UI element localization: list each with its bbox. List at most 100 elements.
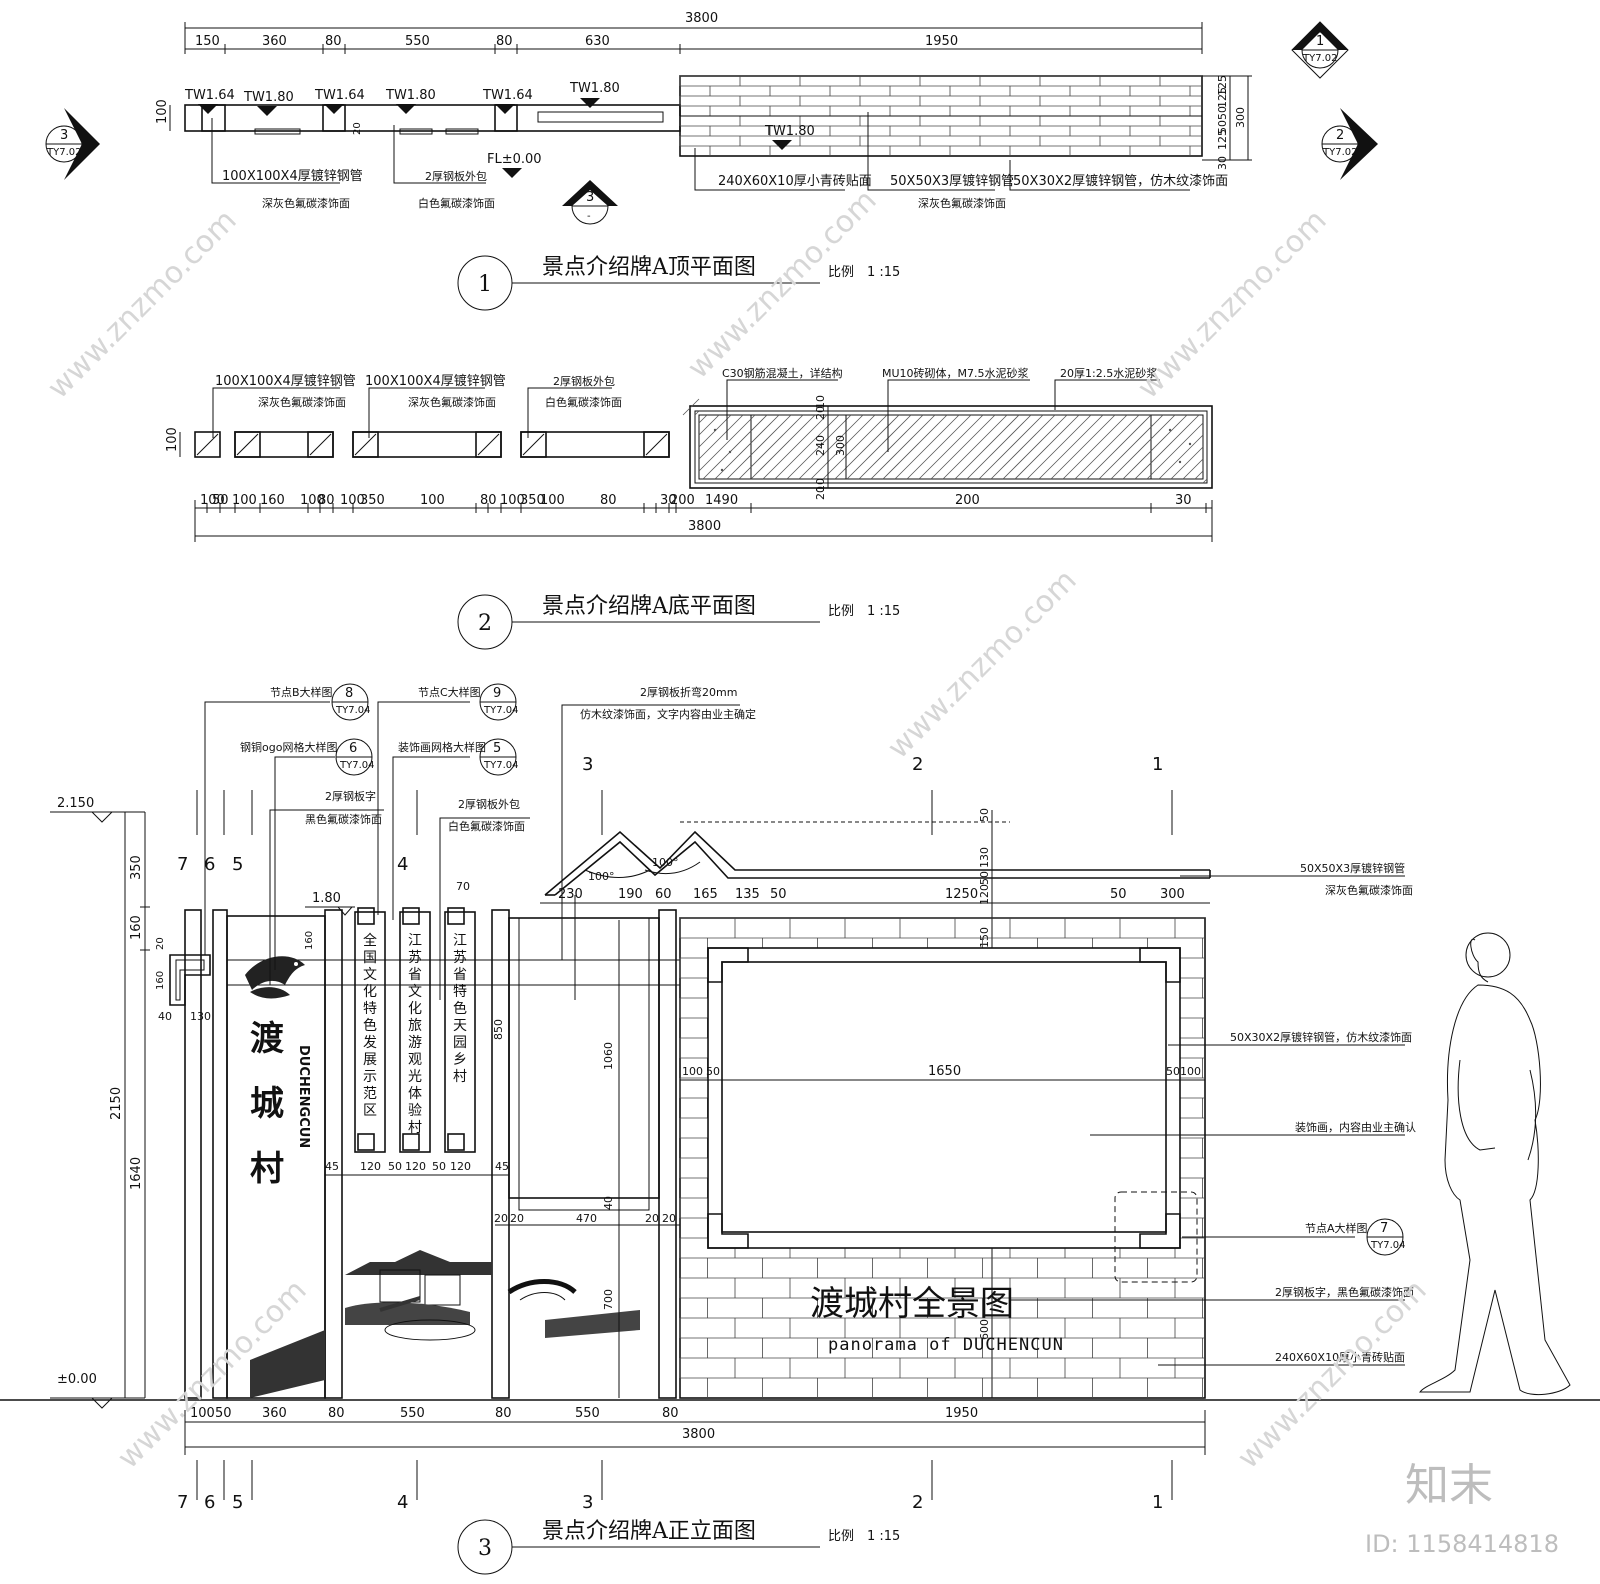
- v3-inner-dim-2: 50: [388, 1160, 402, 1173]
- v3-noteL-1-l2: 白色氟碳漆饰面: [448, 819, 525, 833]
- view1-fl: FL±0.00: [487, 152, 542, 167]
- section-mark-1: 1 TY7.02: [1291, 21, 1349, 79]
- view1-side-dim-3: 300: [1234, 107, 1247, 128]
- panel3-char-0: 江: [453, 933, 467, 949]
- view2-dim-12: 100: [540, 493, 565, 508]
- v3-small-4: 120: [978, 884, 991, 905]
- v3-mid-dim-7: 850: [492, 1019, 505, 1040]
- gridline-label-top-6: 6: [204, 854, 215, 875]
- panel1-char-8: 示: [363, 1069, 377, 1085]
- section-mark-2: 2 TY7.02: [1321, 108, 1378, 180]
- v3-mid-dim-4: 20: [662, 1212, 676, 1225]
- v3-small-2: 130: [978, 847, 991, 868]
- panel1-char-5: 色: [363, 1017, 377, 1034]
- panel3-char-6: 园: [453, 1035, 467, 1051]
- view2-dim-7: 350: [360, 493, 385, 508]
- section-mark-2-num: 2: [1336, 128, 1344, 143]
- section-mark-3-left: 3 TY7.02: [45, 108, 100, 180]
- panel2-char-3: 文: [408, 984, 422, 1000]
- v3-noteR-2-l1: 装饰画，内容由业主确认: [1295, 1120, 1416, 1134]
- section-mark-4-sheet: -: [587, 211, 591, 222]
- view1-tw-5: TW1.80: [569, 81, 620, 96]
- view2-note-3-l1: C30钢筋混凝土，详结构: [722, 366, 843, 380]
- view2-dim-17: 200: [955, 493, 980, 508]
- callout-6-sheet: TY7.04: [339, 760, 374, 771]
- roof-frame: [544, 830, 1211, 896]
- panel2-char-8: 光: [408, 1069, 422, 1085]
- view1-small-dim: 20: [352, 122, 363, 135]
- drawing-2-scale: 比例 1 :15: [828, 604, 900, 619]
- v3-bottom-dim-4: 550: [400, 1406, 425, 1421]
- view2-dim-4: 100: [300, 493, 325, 508]
- v3-left-dim-0: 350: [129, 855, 144, 880]
- section-mark-4-num: 3: [586, 190, 594, 205]
- view1-tw-4: TW1.64: [482, 88, 533, 103]
- panel3-char-3: 特: [453, 984, 467, 1000]
- gridline-label-bottom-6: 6: [204, 1492, 215, 1513]
- view2-dim-10: 100: [500, 493, 525, 508]
- v3-mid-dim-2: 470: [576, 1212, 597, 1225]
- callout-8-ref: 8: [345, 686, 353, 701]
- callout-7: 7 TY7.04 节点A大样图: [1305, 1218, 1405, 1256]
- callout-5-ref: 5: [493, 741, 501, 756]
- human-scale-figure: [1419, 932, 1571, 1396]
- v3-top-dim-1: 190: [618, 887, 643, 902]
- v3-top-dim-0: 230: [558, 887, 583, 902]
- view1-note-0-l2: 深灰色氟碳漆饰面: [262, 196, 350, 210]
- section-mark-3-sheet: TY7.02: [46, 147, 81, 158]
- sign-name-en: DUCHENGCUN: [296, 1045, 311, 1148]
- panel3-char-5: 天: [453, 1018, 467, 1034]
- v3-noteR-0-l2: 深灰色氟碳漆饰面: [1325, 883, 1413, 897]
- v3-overall-dim: 3800: [682, 1427, 715, 1442]
- section-mark-1-num: 1: [1316, 34, 1324, 49]
- gridline-label-bottom-5: 5: [232, 1492, 243, 1513]
- view1-dim-3: 550: [405, 34, 430, 49]
- view2-side-dim-2: 240: [814, 435, 827, 456]
- v3-noteL-2-l2: 仿木纹漆饰面，文字内容由业主确定: [580, 707, 756, 721]
- gridline-label-top-3: 3: [582, 754, 593, 775]
- panel3-char-7: 乡: [453, 1052, 467, 1068]
- view1-side-dim-4: 30: [1216, 156, 1229, 170]
- panel3-char-4: 色: [453, 1000, 467, 1017]
- drawing-2-num: 2: [478, 611, 492, 636]
- v3-detail-dim-0: 20: [155, 937, 166, 950]
- drawing-3-title: 景点介绍牌A正立面图: [542, 1519, 756, 1544]
- view1-side-dim-0: 125: [1216, 87, 1229, 108]
- v3-top-dim-3: 165: [693, 887, 718, 902]
- panel1-char-4: 特: [363, 1001, 377, 1017]
- view2-dim-11: 350: [520, 493, 545, 508]
- panel1-char-2: 文: [363, 967, 377, 983]
- v3-left-dim-2: 1640: [129, 1157, 144, 1190]
- level-ground: ±0.00: [57, 1372, 97, 1387]
- view2-note-4-l1: MU10砖砌体，M7.5水泥砂浆: [882, 366, 1029, 380]
- v3-top-dim-8: 300: [1160, 887, 1185, 902]
- view2-side-dim-5: 20: [814, 486, 827, 500]
- view1-note-1-l1: 2厚钢板外包: [425, 169, 487, 183]
- v3-mid-dim-8: 700: [602, 1289, 615, 1310]
- v3-board-dim-4: 100: [1180, 1065, 1201, 1078]
- panel2-char-7: 观: [408, 1052, 422, 1068]
- v3-bottom-dim-3: 80: [328, 1406, 345, 1421]
- callout-5-sheet: TY7.04: [483, 760, 518, 771]
- panel1-char-7: 展: [363, 1052, 377, 1068]
- view2-note-2-l1: 2厚钢板外包: [553, 374, 615, 388]
- v3-inner-dim-0: 45: [325, 1160, 339, 1173]
- panel2-char-11: 村: [408, 1120, 422, 1136]
- view1-note-2-l1: 240X60X10厚小青砖贴面: [718, 174, 872, 189]
- view2-dim-15: 200: [670, 493, 695, 508]
- callout-6-text: 钢铜ogo网格大样图: [240, 740, 337, 754]
- watermark-site-1: www.znzmo.com: [41, 203, 244, 406]
- v3-board-dim-2: 1650: [928, 1064, 961, 1079]
- view2-dim-14: 30: [660, 493, 677, 508]
- v3-top-dim-7: 50: [1110, 887, 1127, 902]
- board-title: 渡城村全景图: [810, 1284, 1014, 1324]
- callout-7-ref: 7: [1380, 1221, 1388, 1236]
- v3-small-6: 150: [978, 927, 991, 948]
- view2-dim-1: 50: [212, 493, 229, 508]
- view2-note-1-l2: 深灰色氟碳漆饰面: [408, 395, 496, 409]
- view-1-top-plan: 3800 150 360 80 550 80 630 1950: [45, 11, 1378, 311]
- callout-8-text: 节点B大样图: [270, 685, 333, 699]
- v3-bottom-dim-7: 80: [662, 1406, 679, 1421]
